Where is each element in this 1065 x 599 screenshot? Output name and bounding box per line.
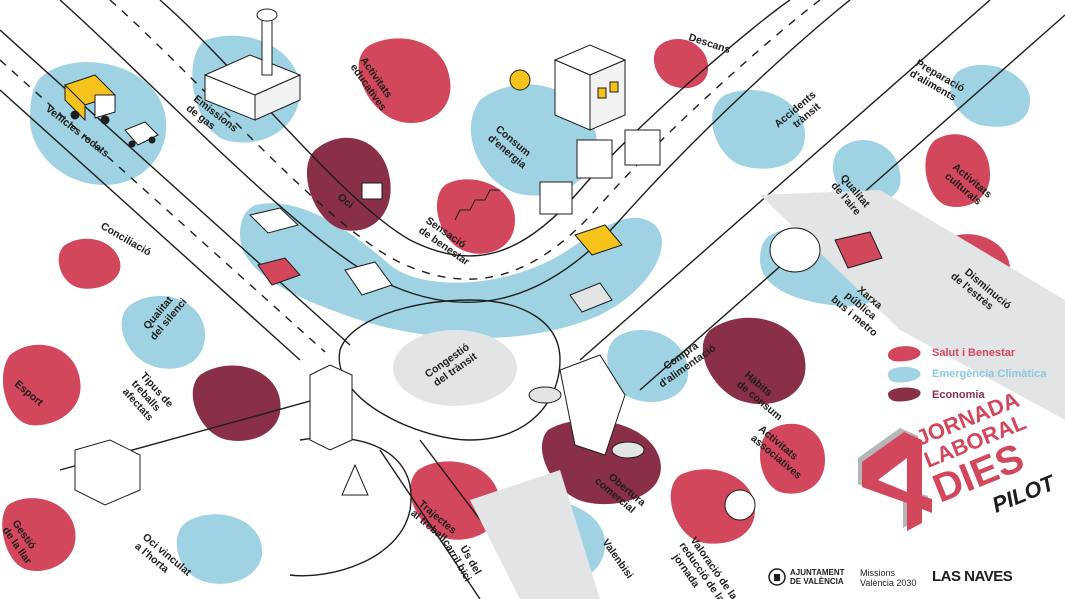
house-c [539,181,573,215]
illustrations [64,8,883,521]
blob-accidents [712,89,805,169]
truck-yellow [574,224,623,256]
yellow-truck-illustration [64,74,116,125]
truck-red [257,257,301,286]
legend-swatch-emergencia [888,366,921,383]
ajuntament-line1: AJUNTAMENT [790,568,845,577]
label-valenbisi: Valenbisi [600,537,636,581]
blob-activitats-educatives [358,38,451,124]
curved-tower [559,354,626,456]
blob-obertura [541,420,661,505]
label-xarxa-publica: Xarxa pública bus i metro [829,275,895,339]
blob-oci-vinculat [176,514,263,584]
blob-habits [702,317,806,405]
road-left-upper [0,29,351,346]
legend-item-economia: Economia [884,385,1059,406]
house-b [624,129,661,166]
legend-item-salut: Salut i Benestar [884,343,1059,364]
blob-tipus-treballs [192,365,281,441]
blob-esport [2,344,81,426]
title-graphic: 4 JORNADA LABORAL DIES PILOT [858,387,1059,531]
bus-grey [569,282,613,313]
camera-icon [361,182,383,200]
road-roundabout [338,299,561,441]
bus-red [834,231,883,269]
legend-label-salut: Salut i Benestar [932,347,1016,359]
legend-swatch-economia [888,387,921,402]
las-naves-logo: LAS NAVES [932,568,1013,585]
legend-label-emergencia: Emergència Climàtica [932,368,1047,380]
traffic-congestion-circle [393,330,517,406]
lightbulb-icon [509,69,531,91]
blob-gestio [2,498,76,571]
blob-compra [607,329,689,403]
building-stack [309,364,353,451]
blob-road-traffic [240,203,662,339]
clock-icon [724,489,756,521]
metro-tunnel [769,227,821,273]
factory-illustration [203,8,302,121]
blob-qualitat-aire [832,139,901,204]
title-number: 4 [888,507,889,509]
grey-sidewalk-bottom [470,470,600,599]
road-bottom-curve [289,436,412,577]
road-lower-diag-2 [379,449,481,599]
road-curve-dash [109,0,821,280]
legend-label-economia: Economia [932,389,985,401]
label-valoracio: Valoració de la reducció de la jornada [667,533,741,599]
house-a [576,139,613,179]
blob-descans [653,39,709,89]
blob-activitats-culturals [925,134,990,207]
cylinder-a [528,386,562,404]
blob-qualitat-silenci [121,296,205,369]
missions-line1: Missions [860,568,896,578]
road-right-diagonal-a [579,0,991,361]
white-car-illustration [124,121,159,148]
blob-activitats-associatives [759,423,825,494]
blob-conciliacio [58,238,121,289]
blob-valoracio [670,469,755,544]
cylinder-b [611,441,645,459]
building-bottom-left [74,439,141,506]
legend-item-emergencia: Emergència Climàtica [884,364,1059,385]
blob-oci [306,137,391,231]
grey-plaza [760,190,1065,420]
legend: Salut i Benestar Emergència Climàtica Ec… [884,343,1059,406]
missions-line2: València 2030 [860,578,917,588]
road-left-lower [0,89,301,361]
stairs-icon [454,189,500,221]
blob-sensacio [436,179,515,254]
truck-white-1 [249,207,299,234]
missions-logo: Missions València 2030 [860,568,916,588]
road-curve-inner [159,0,791,257]
ajuntament-crest-icon [768,568,786,586]
blob-trajectes [410,461,501,540]
big-four: 4 [858,428,932,531]
truck-white-2 [344,261,393,296]
label-tipus-treballs: Tipus de treballs afectats [120,370,177,428]
blob-preparacio [950,64,1030,127]
ajuntament-line2: DE VALÈNCIA [790,577,844,586]
roundabout-cone [341,463,369,496]
title-logo: 4 JORNADA LABORAL DIES PILOT [848,387,1059,538]
footer-logos: AJUNTAMENT DE VALÈNCIA Missions València… [760,562,1060,592]
blob-vehicles-rodats [30,62,167,185]
road-curve-outer [59,0,851,303]
ajuntament-logo: AJUNTAMENT DE VALÈNCIA [790,568,845,586]
legend-swatch-salut [888,346,921,362]
office-tower-illustration [553,44,627,131]
